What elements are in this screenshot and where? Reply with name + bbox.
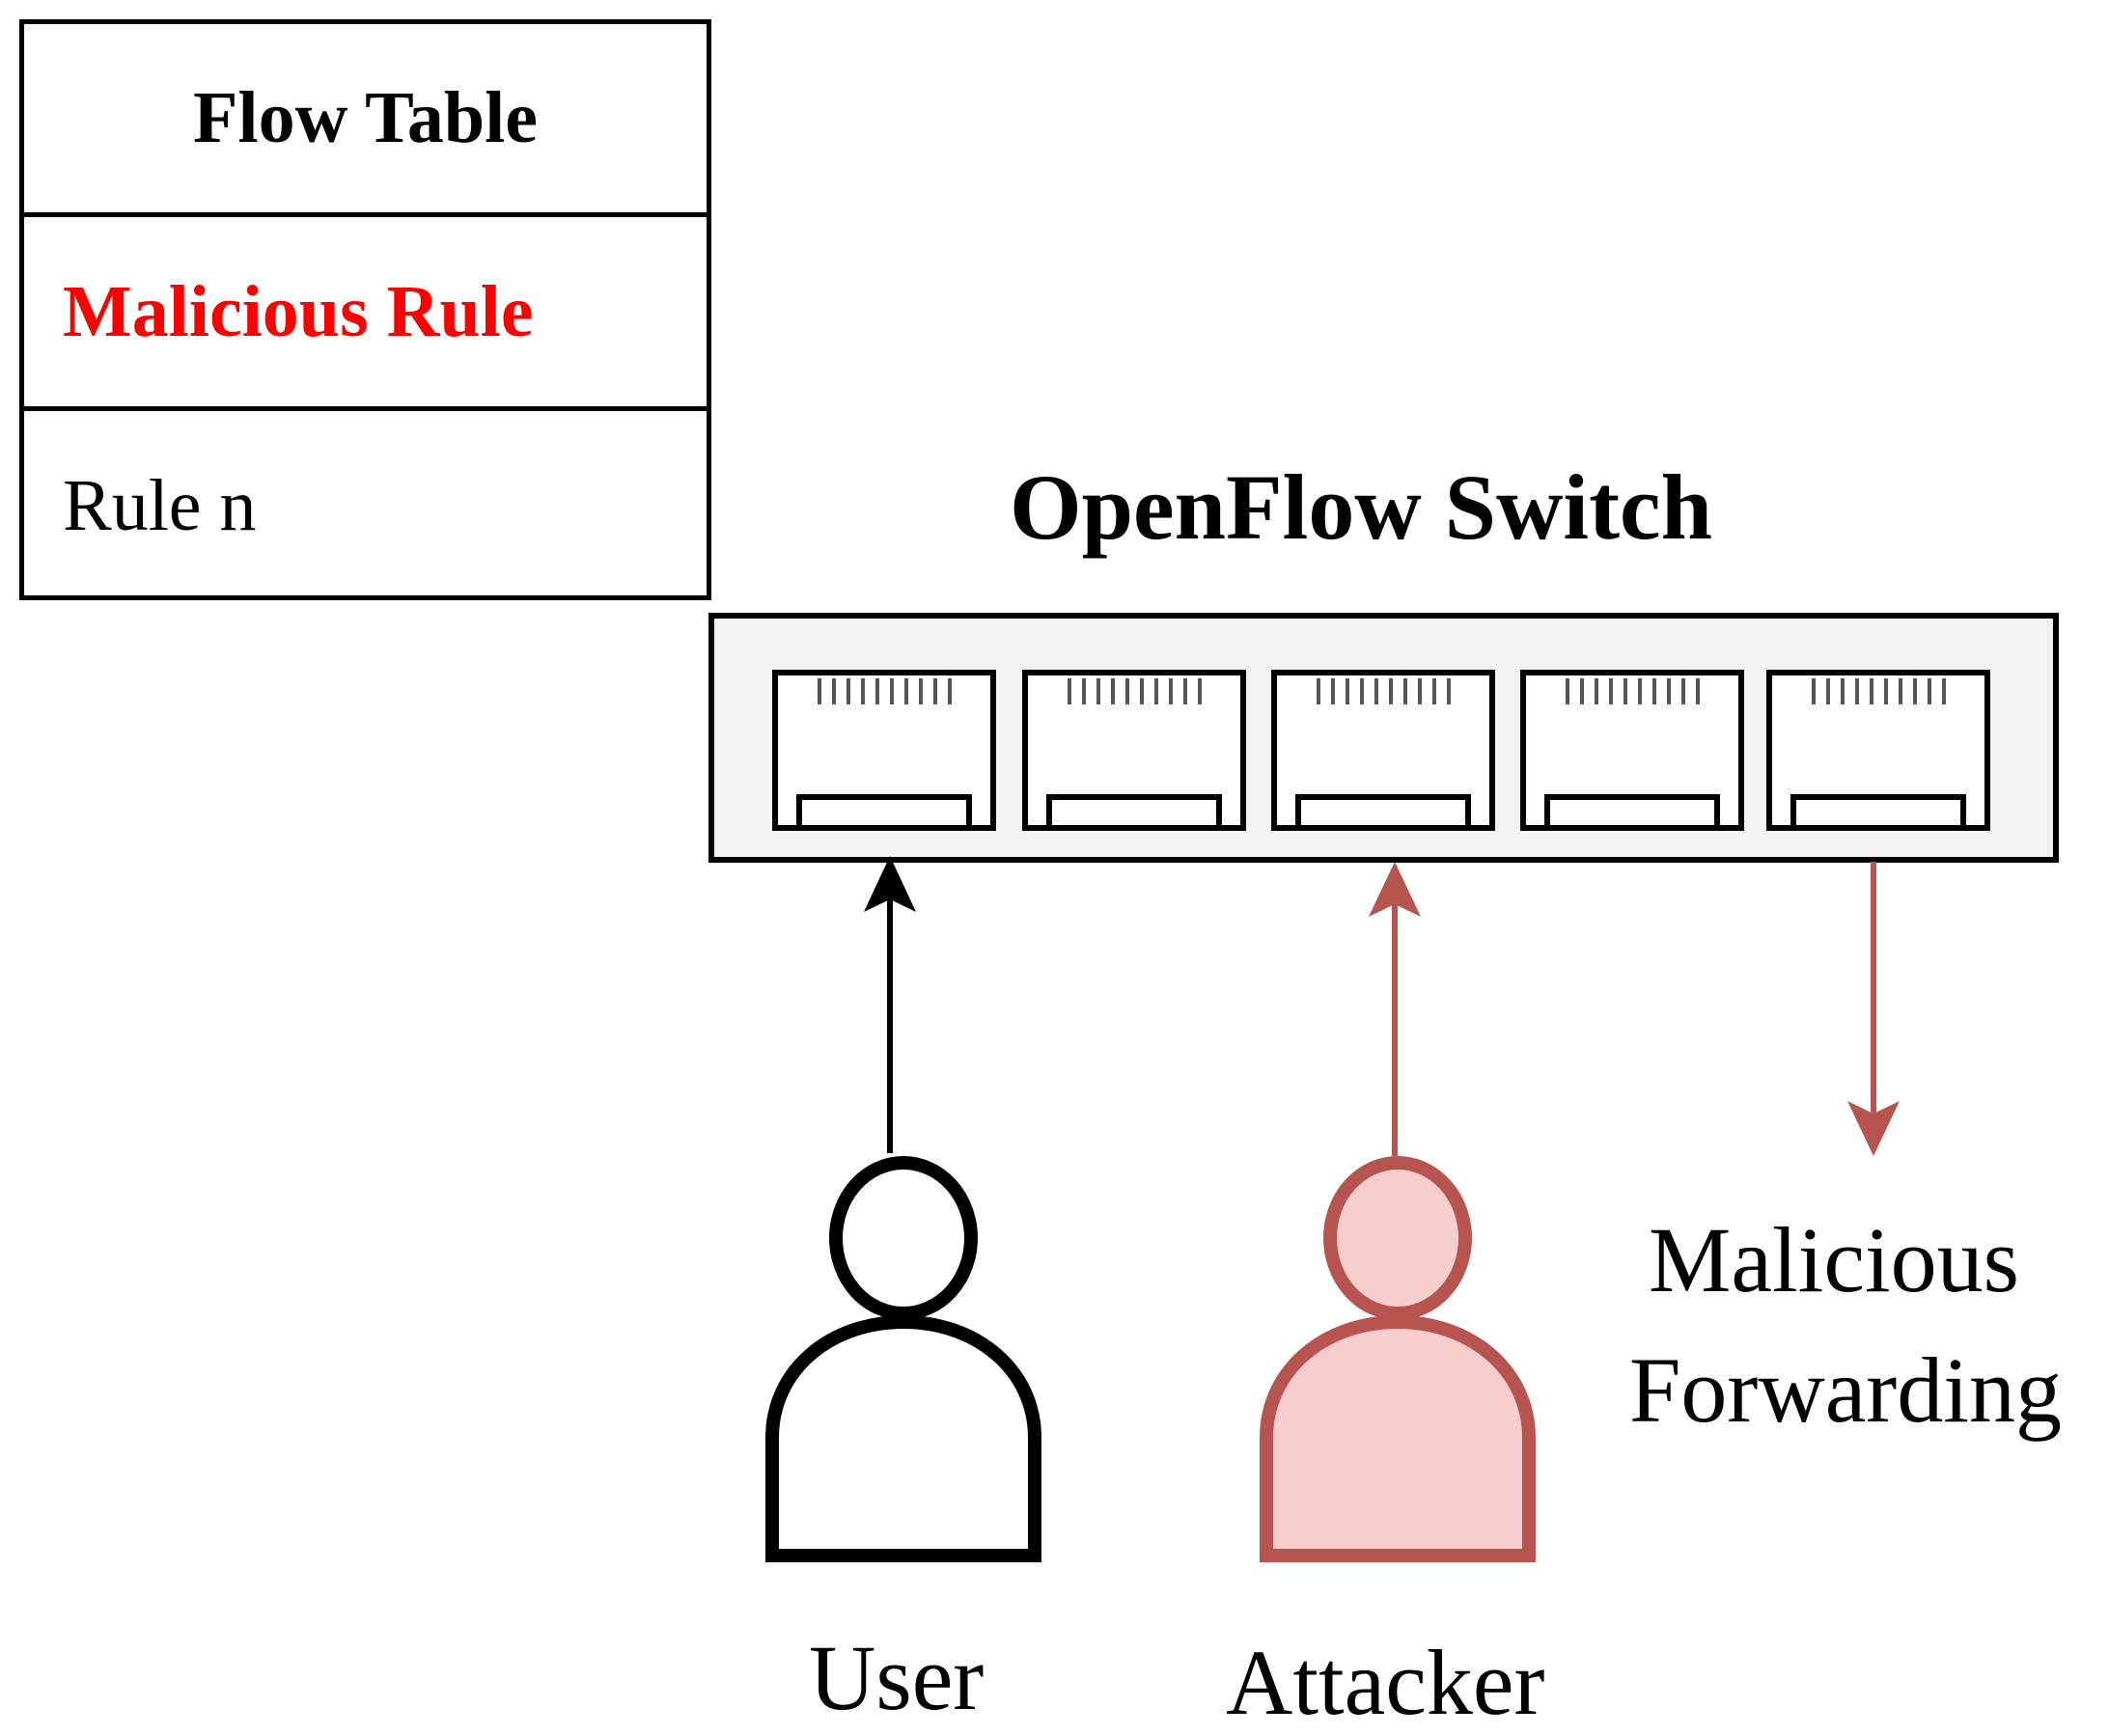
- port-5: [1766, 670, 1990, 831]
- port-2: [1022, 670, 1246, 831]
- forwarding-label-line1: Malicious: [1649, 1208, 2019, 1311]
- attacker-arrow: [1369, 862, 1421, 1156]
- user-label: User: [809, 1626, 985, 1729]
- forwarding-arrow: [1847, 862, 1900, 1156]
- flow-table-row-malicious: Malicious Rule: [24, 217, 707, 411]
- rule-n-label: Rule n: [63, 464, 257, 546]
- flow-table: Flow Table Malicious Rule Rule n: [19, 19, 711, 600]
- port-1: [772, 670, 996, 831]
- port-4: [1520, 670, 1744, 831]
- flow-table-header: Flow Table: [24, 24, 707, 217]
- forwarding-label-line2: Forwarding: [1629, 1338, 2062, 1442]
- user-arrow: [864, 856, 916, 1153]
- switch-title: OpenFlow Switch: [1009, 455, 1713, 559]
- attacker-icon: [1260, 1156, 1536, 1562]
- flow-table-row-rule-n: Rule n: [24, 411, 707, 600]
- flow-table-title: Flow Table: [193, 77, 538, 158]
- attacker-label: Attacker: [1226, 1631, 1545, 1734]
- switch-ports: [772, 670, 1990, 831]
- malicious-rule-label: Malicious Rule: [63, 270, 534, 352]
- user-icon: [765, 1156, 1041, 1562]
- port-3: [1271, 670, 1495, 831]
